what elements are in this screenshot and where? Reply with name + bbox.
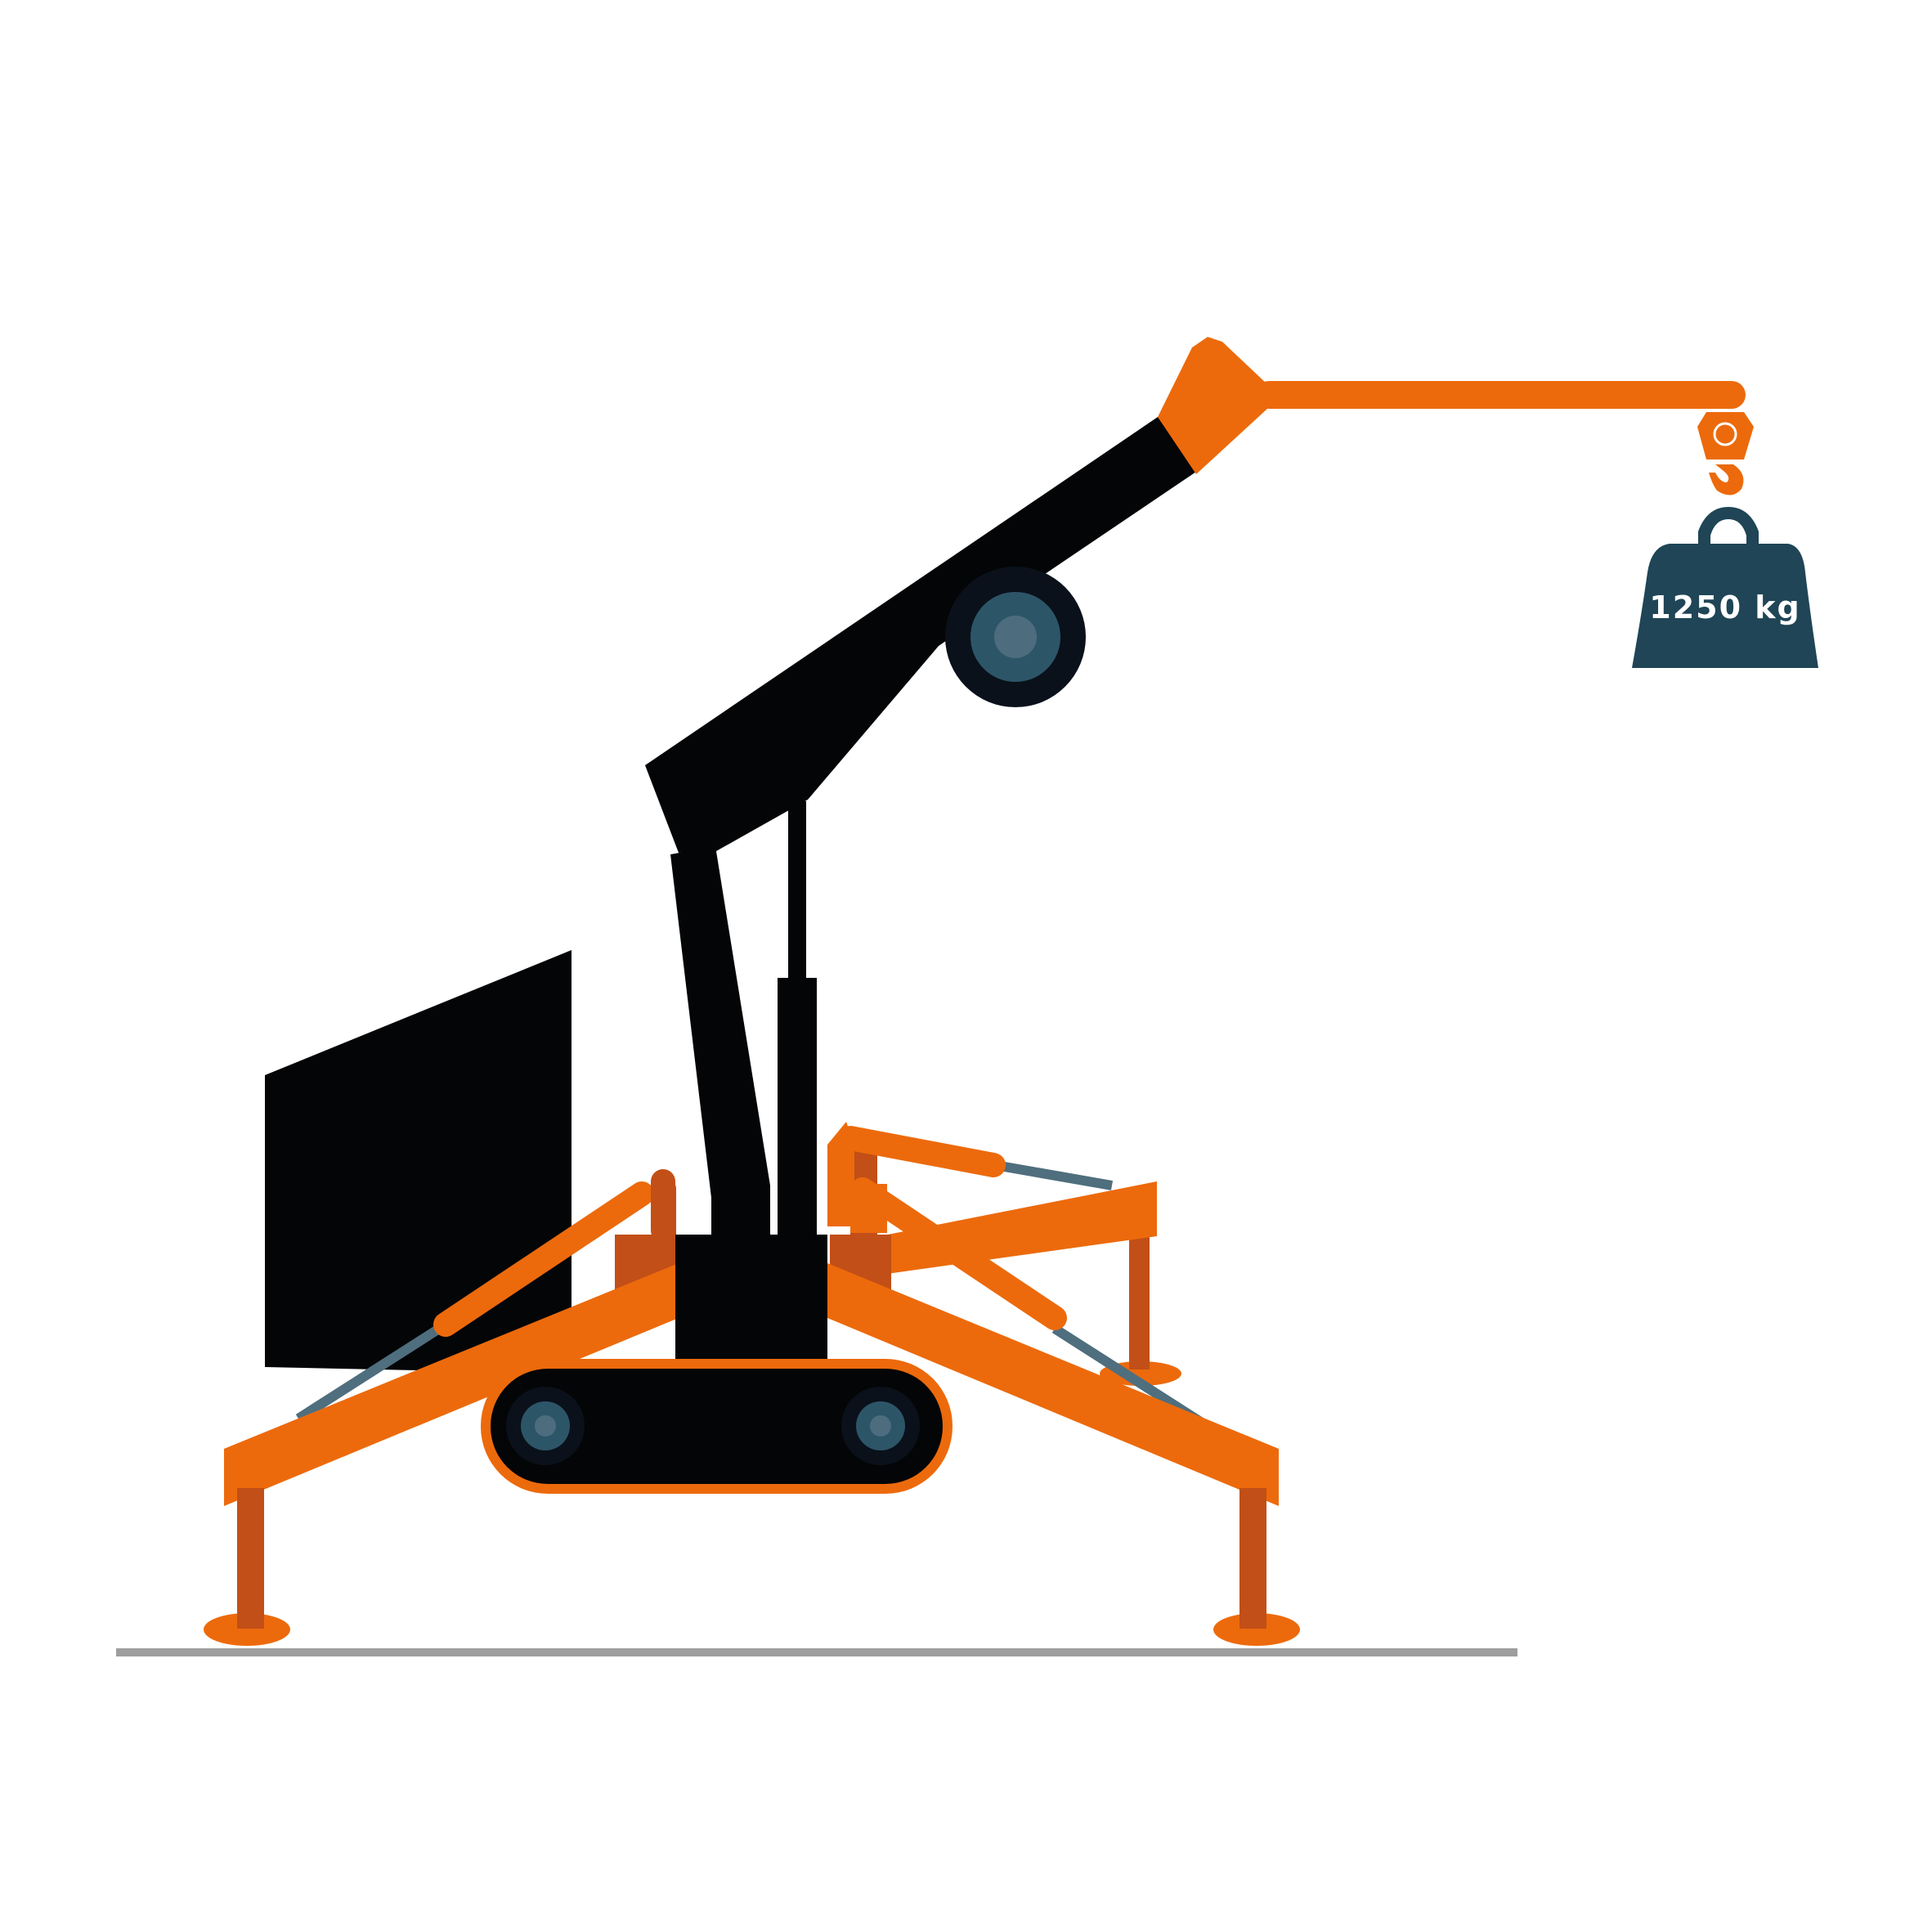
main-boom bbox=[645, 417, 1196, 853]
turret-body bbox=[675, 1235, 827, 1364]
track-wheel-left bbox=[506, 1387, 585, 1465]
weight-icon: 1250 kg bbox=[1632, 507, 1818, 668]
front-left-outrigger bbox=[204, 1169, 679, 1646]
jib-arm bbox=[1255, 381, 1746, 409]
track-wheel-right bbox=[841, 1387, 920, 1465]
weight-label: 1250 kg bbox=[1649, 589, 1800, 625]
hydraulic-cylinder bbox=[778, 801, 817, 1239]
crane-hook-icon bbox=[1697, 412, 1754, 495]
boom-pivot-wheel bbox=[945, 567, 1086, 707]
crane-mast bbox=[670, 846, 770, 1236]
front-right-outrigger bbox=[827, 1122, 1300, 1646]
jib-head bbox=[1158, 337, 1267, 474]
counterweight-block bbox=[265, 950, 572, 1374]
crawler-track bbox=[481, 1359, 953, 1494]
